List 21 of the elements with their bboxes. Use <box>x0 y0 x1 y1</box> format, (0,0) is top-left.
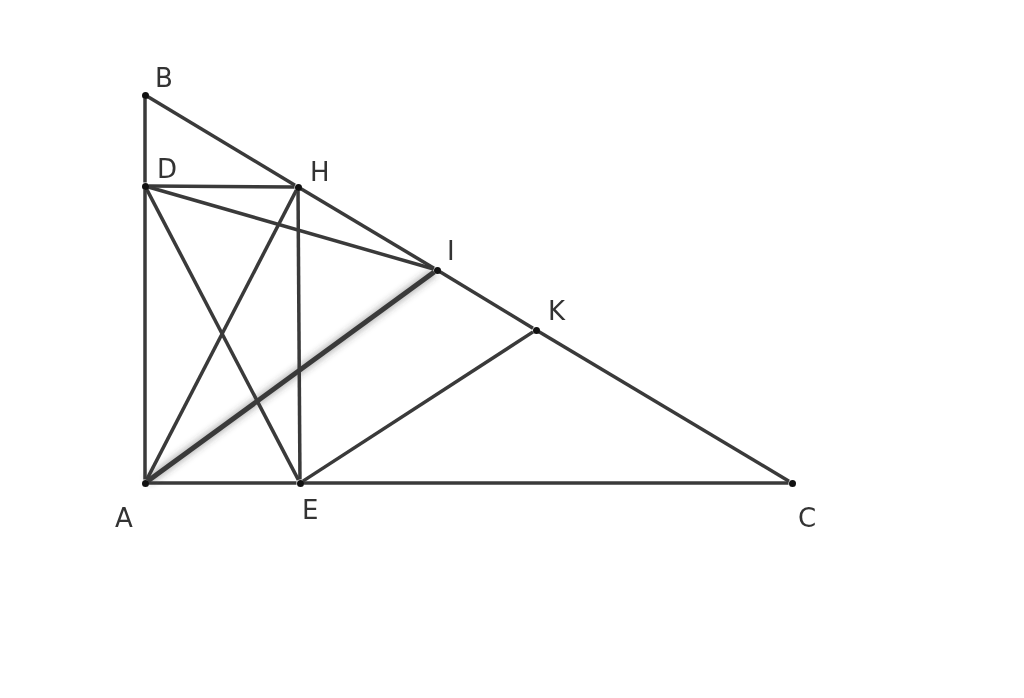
line-segment <box>147 95 296 187</box>
point-label: K <box>548 298 566 324</box>
line-segment <box>145 268 437 485</box>
line-segment <box>143 189 147 480</box>
line-segment <box>143 98 147 183</box>
line-segment <box>303 481 789 485</box>
line-segment <box>148 184 295 189</box>
point-label: A <box>115 505 133 531</box>
point-label: B <box>155 65 173 91</box>
line-segment <box>439 270 534 330</box>
line-segment <box>300 187 435 270</box>
point-label: D <box>157 156 178 182</box>
point-label: C <box>798 505 817 531</box>
point-label: H <box>310 159 330 185</box>
point-label: I <box>447 238 455 264</box>
point-label: E <box>302 497 319 523</box>
line-segment <box>302 330 534 483</box>
line-segment <box>296 190 302 480</box>
line-segment <box>147 185 435 271</box>
line-segment <box>148 481 297 485</box>
line-segment <box>538 330 790 483</box>
